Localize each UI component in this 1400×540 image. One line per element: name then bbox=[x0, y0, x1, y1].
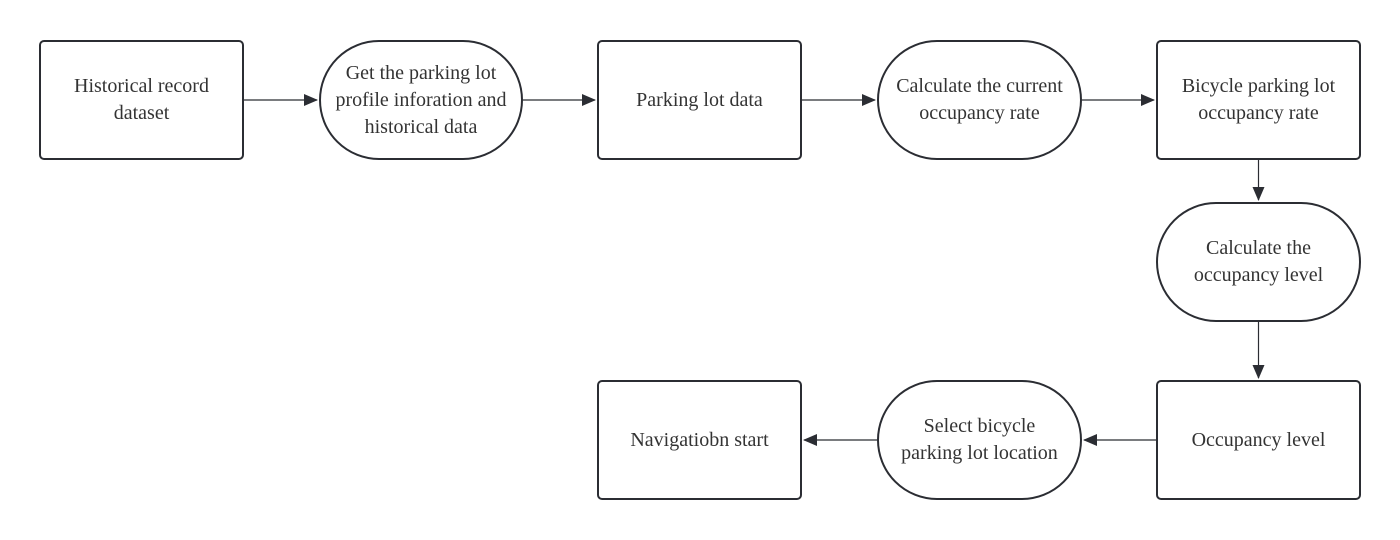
node-historical-record-dataset: Historical record dataset bbox=[39, 40, 244, 160]
node-select-location: Select bicycle parking lot location bbox=[877, 380, 1082, 500]
node-label: Navigatiobn start bbox=[630, 428, 769, 451]
node-label: Bicycle parking lot occupancy rate bbox=[1181, 75, 1336, 124]
node-label: Occupancy level bbox=[1191, 428, 1326, 451]
node-label: Parking lot data bbox=[636, 88, 763, 111]
node-bicycle-occupancy-rate: Bicycle parking lot occupancy rate bbox=[1156, 40, 1361, 160]
node-occupancy-level: Occupancy level bbox=[1156, 380, 1361, 500]
node-label: Historical record dataset bbox=[74, 75, 209, 124]
node-get-profile: Get the parking lot profile inforation a… bbox=[319, 40, 523, 160]
node-calc-current-rate: Calculate the current occupancy rate bbox=[877, 40, 1082, 160]
node-parking-lot-data: Parking lot data bbox=[597, 40, 802, 160]
node-calc-level: Calculate the occupancy level bbox=[1156, 202, 1361, 322]
node-label: Calculate the current occupancy rate bbox=[896, 75, 1063, 124]
node-label: Get the parking lot profile inforation a… bbox=[335, 61, 507, 138]
node-label: Calculate the occupancy level bbox=[1193, 237, 1324, 286]
node-navigation-start: Navigatiobn start bbox=[597, 380, 802, 500]
node-label: Select bicycle parking lot location bbox=[901, 415, 1058, 464]
